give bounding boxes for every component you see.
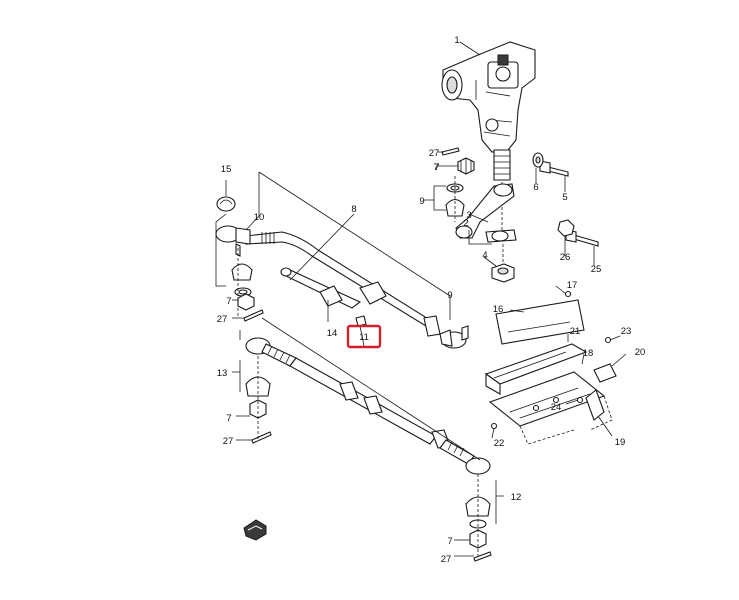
- callout-8: 8: [351, 204, 356, 215]
- callout-16: 16: [493, 304, 504, 315]
- callout-21: 21: [570, 326, 581, 337]
- highlight-frame: [346, 324, 382, 349]
- screw-17: [564, 290, 572, 298]
- pitman-nut: [491, 263, 515, 283]
- callout-20: 20: [635, 347, 646, 358]
- callout-27: 27: [441, 554, 452, 565]
- rod-tube-14: [280, 267, 362, 309]
- screw-24: [576, 396, 584, 404]
- lower-left-cotter-pin: [251, 431, 272, 444]
- upper-left-boot: [231, 263, 253, 281]
- ring-15: [216, 196, 236, 212]
- nut-26: [557, 219, 575, 237]
- top-cotter-pin: [441, 147, 460, 156]
- callout-12: 12: [511, 492, 522, 503]
- washer-6: [532, 152, 544, 168]
- plate-21: [484, 343, 588, 395]
- upper-tie-rod: [245, 231, 441, 337]
- bolt-5: [539, 160, 569, 177]
- clamp-nut-11: [355, 315, 367, 327]
- upper-right-tie-rod-end: [439, 325, 469, 349]
- callout-7: 7: [226, 413, 231, 424]
- steering-gear-box: [441, 41, 536, 240]
- bracket-18: [585, 389, 605, 421]
- callout-24: 24: [551, 402, 562, 413]
- callout-27: 27: [223, 436, 234, 447]
- top-castle-nut: [457, 157, 475, 175]
- callout-7: 7: [433, 162, 438, 173]
- pitman-arm: [455, 183, 517, 243]
- callout-15: 15: [221, 164, 232, 175]
- callout-7: 7: [434, 162, 439, 173]
- callout-2: 2: [463, 218, 468, 229]
- callout-1: 1: [454, 35, 459, 46]
- plate-16: [495, 299, 585, 345]
- callout-10: 10: [254, 212, 265, 223]
- upper-left-cotter-pin: [243, 309, 264, 322]
- callout-23: 23: [621, 326, 632, 337]
- upper-left-castle-nut: [237, 293, 255, 311]
- front-arrow-icon: [243, 519, 267, 541]
- upper-left-tie-rod-end: [215, 225, 251, 257]
- callout-25: 25: [591, 264, 602, 275]
- callout-3: 3: [466, 210, 471, 221]
- callout-7: 7: [447, 536, 452, 547]
- callout-6: 6: [533, 182, 538, 193]
- bracket-20: [593, 363, 617, 383]
- callout-27: 27: [217, 314, 228, 325]
- callout-18: 18: [583, 348, 594, 359]
- callout-labels: 1234567777789910111213141516171819202122…: [217, 35, 646, 565]
- callout-26: 26: [560, 252, 571, 263]
- callout-5: 5: [562, 192, 567, 203]
- callout-11: 11: [359, 332, 369, 343]
- callout-27: 27: [429, 148, 440, 159]
- callout-7: 7: [226, 296, 231, 307]
- callout-19: 19: [615, 437, 626, 448]
- callout-13: 13: [217, 368, 228, 379]
- lower-right-cotter-pin: [473, 551, 492, 562]
- screw-23: [604, 336, 612, 344]
- callout-4: 4: [482, 250, 487, 261]
- lower-tie-rod: [245, 337, 491, 475]
- callout-9: 9: [447, 290, 452, 301]
- callout-14: 14: [327, 328, 338, 339]
- screw-22: [490, 422, 498, 430]
- callout-9: 9: [419, 196, 424, 207]
- callout-22: 22: [494, 438, 505, 449]
- callout-17: 17: [567, 280, 578, 291]
